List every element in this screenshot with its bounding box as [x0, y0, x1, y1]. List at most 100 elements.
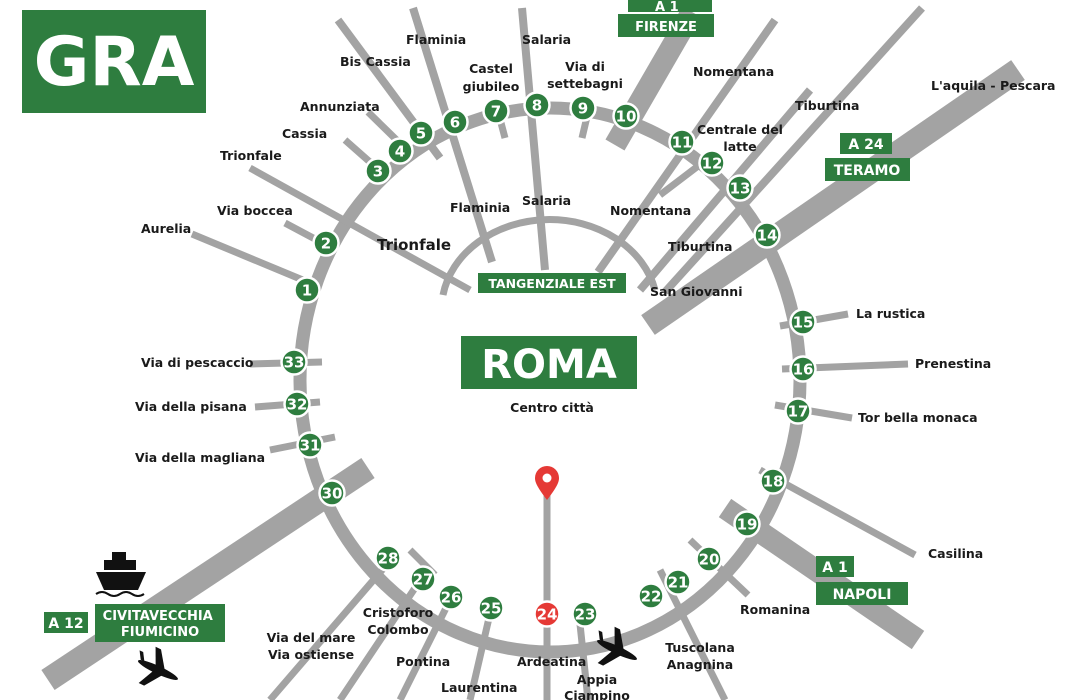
exit-labels: Aurelia Via boccea Trionfale Cassia Annu… — [135, 32, 1056, 700]
exit-circle — [533, 600, 561, 628]
exit-number: 6 — [450, 114, 460, 132]
exit-number: 7 — [491, 103, 501, 121]
exit-number: 3 — [373, 163, 383, 181]
inner-label-nomentana: Nomentana — [610, 203, 691, 218]
exit-circle — [318, 479, 346, 507]
inner-label-san-giovanni: San Giovanni — [650, 284, 743, 299]
a24-city: TERAMO — [834, 163, 901, 179]
road-a24-thin — [662, 5, 925, 295]
exit-number: 9 — [578, 100, 588, 118]
exit-number: 10 — [616, 108, 637, 126]
exit-marker-28: 28 — [374, 544, 402, 572]
label-tiburtina: Tiburtina — [795, 98, 859, 113]
exit-marker-3: 3 — [364, 157, 392, 185]
centro-citta-label: Centro città — [510, 400, 594, 415]
exit-marker-20: 20 — [695, 545, 723, 573]
exit-marker-26: 26 — [437, 583, 465, 611]
exit-circle — [441, 108, 469, 136]
label-bis-cassia: Bis Cassia — [340, 54, 411, 69]
a12-code: A 12 — [48, 616, 83, 632]
exit-circle — [784, 397, 812, 425]
exit-marker-22: 22 — [637, 582, 665, 610]
ship-icon — [95, 552, 146, 597]
exit-number: 4 — [395, 143, 405, 161]
exit-marker-8: 8 — [523, 91, 551, 119]
exit-circle — [612, 102, 640, 130]
inner-label-flaminia: Flaminia — [450, 200, 510, 215]
exit-marker-15: 15 — [789, 308, 817, 336]
exit-marker-17: 17 — [784, 397, 812, 425]
exit-number: 24 — [537, 606, 558, 624]
exit-circle — [312, 229, 340, 257]
exit-circle — [296, 431, 324, 459]
title-text: GRA — [34, 23, 195, 102]
a1-north-city: FIRENZE — [635, 20, 697, 35]
exit-marker-12: 12 — [698, 149, 726, 177]
a1-south-city: NAPOLI — [833, 587, 892, 603]
a24-box: A 24 TERAMO — [825, 133, 910, 181]
exit-number: 1 — [302, 282, 312, 300]
exit-number: 31 — [300, 437, 321, 455]
label-prenestina: Prenestina — [915, 356, 991, 371]
exit-circle — [374, 544, 402, 572]
exit-marker-5: 5 — [407, 119, 435, 147]
exit-marker-14: 14 — [753, 221, 781, 249]
exit-marker-10: 10 — [612, 102, 640, 130]
exit-circle — [753, 221, 781, 249]
exit-circle — [386, 137, 414, 165]
exit-marker-30: 30 — [318, 479, 346, 507]
label-aquila-pescara: L'aquila - Pescara — [931, 78, 1056, 93]
exit-number: 33 — [284, 354, 305, 372]
label-via-magliana: Via della magliana — [135, 450, 265, 465]
exit-marker-21: 21 — [664, 568, 692, 596]
exit-number: 15 — [793, 314, 814, 332]
road-aurelia — [190, 230, 312, 287]
exit-number: 12 — [702, 155, 723, 173]
exit-marker-4: 4 — [386, 137, 414, 165]
label-flaminia: Flaminia — [406, 32, 466, 47]
label-casilina: Casilina — [928, 546, 983, 561]
label-annunziata: Annunziata — [300, 99, 380, 114]
exit-number: 14 — [757, 227, 778, 245]
label-laurentina: Laurentina — [441, 680, 517, 695]
label-via-boccea: Via boccea — [217, 203, 293, 218]
exit-number: 16 — [793, 361, 814, 379]
exit-circle — [409, 565, 437, 593]
label-nomentana: Nomentana — [693, 64, 774, 79]
exit-circle — [280, 348, 308, 376]
a12-city-line2: FIUMICINO — [121, 625, 199, 640]
exit-number: 30 — [322, 485, 343, 503]
roma-box: ROMA — [461, 336, 637, 389]
label-romanina: Romanina — [740, 602, 810, 617]
exit-circle — [759, 467, 787, 495]
exit-number: 13 — [730, 180, 751, 198]
exit-number: 17 — [788, 403, 809, 421]
trionfale-center-label: Trionfale — [377, 236, 451, 254]
inner-label-salaria: Salaria — [522, 193, 571, 208]
exit-number: 27 — [413, 571, 434, 589]
exit-circle — [695, 545, 723, 573]
road-salaria — [518, 7, 549, 271]
tangenziale-text: TANGENZIALE EST — [488, 276, 616, 291]
a1-south-box: A 1 NAPOLI — [816, 556, 908, 605]
exit-marker-6: 6 — [441, 108, 469, 136]
exit-marker-19: 19 — [733, 510, 761, 538]
exit-circle — [407, 119, 435, 147]
exit-number: 20 — [699, 551, 720, 569]
exit-number: 11 — [672, 134, 693, 152]
exit-marker-25: 25 — [477, 594, 505, 622]
road-trionfale — [248, 164, 472, 294]
exit-circle — [293, 276, 321, 304]
exit-marker-18: 18 — [759, 467, 787, 495]
exit-circle — [523, 91, 551, 119]
exit-circle — [283, 390, 311, 418]
road-a24 — [641, 60, 1025, 335]
exit-marker-33: 33 — [280, 348, 308, 376]
